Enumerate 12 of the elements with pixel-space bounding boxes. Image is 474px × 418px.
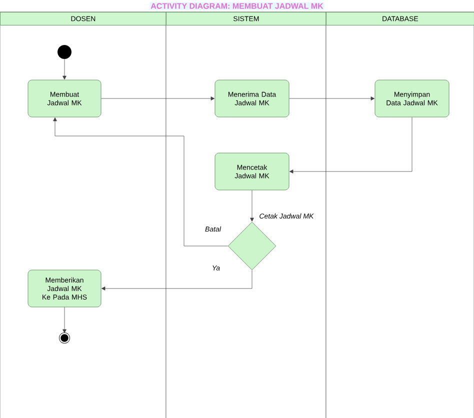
arrow (62, 307, 66, 334)
arrow (250, 190, 254, 222)
decision-diamond (228, 222, 276, 270)
arrow (101, 96, 215, 100)
arrow (62, 59, 66, 80)
diagram-title: ACTIVITY DIAGRAM: MEMBUAT JADWAL MK (150, 2, 324, 10)
end-node (59, 332, 70, 344)
arrow (289, 96, 375, 100)
arrow (101, 270, 252, 290)
arrow (289, 117, 412, 174)
arrow (53, 117, 228, 246)
start-node (58, 45, 72, 59)
